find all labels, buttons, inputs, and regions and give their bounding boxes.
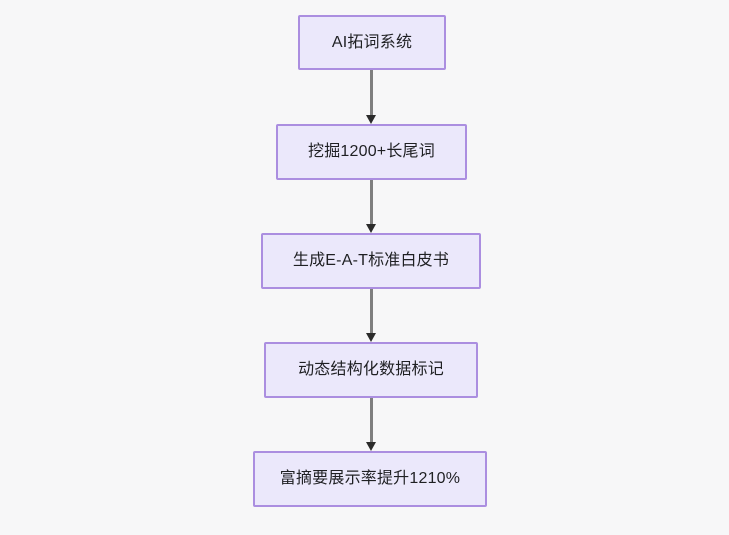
flow-node-ai-keyword-system[interactable]: AI拓词系统 (298, 15, 446, 70)
flow-node-rich-snippet-impression-uplift[interactable]: 富摘要展示率提升1210% (253, 451, 487, 507)
flow-node-label: 富摘要展示率提升1210% (279, 470, 461, 487)
flow-node-label: 挖掘1200+长尾词 (308, 143, 435, 160)
flow-node-mine-longtail-keywords[interactable]: 挖掘1200+长尾词 (276, 124, 467, 180)
flow-node-dynamic-structured-data-markup[interactable]: 动态结构化数据标记 (264, 342, 478, 398)
flow-node-generate-eat-whitepaper[interactable]: 生成E-A-T标准白皮书 (261, 233, 481, 289)
connector-line (369, 398, 373, 442)
connector-line (369, 180, 373, 224)
arrow-head-icon (365, 224, 376, 233)
flow-node-label: AI拓词系统 (331, 33, 413, 51)
flow-node-label: 生成E-A-T标准白皮书 (292, 252, 450, 269)
connector-line (369, 289, 373, 333)
arrow-head-icon (365, 442, 376, 451)
connector-line (369, 70, 373, 115)
flow-node-label: 动态结构化数据标记 (298, 361, 444, 378)
arrow-head-icon (365, 333, 376, 342)
arrow-head-icon (365, 115, 376, 124)
